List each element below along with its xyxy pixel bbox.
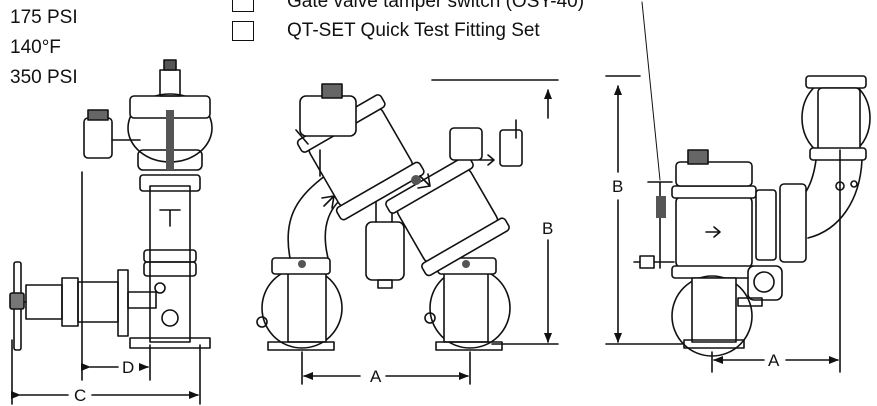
option-label-tamper-switch: Gate valve tamper switch (OSY-40) xyxy=(287,0,585,12)
spec-temperature: 140°F xyxy=(10,37,61,58)
dimension-label-d: D xyxy=(122,358,134,377)
dimension-label-c: C xyxy=(74,386,86,405)
rear-view xyxy=(633,75,871,357)
option-leader-line xyxy=(641,1,661,181)
dimension-label-a-rear: A xyxy=(768,351,780,370)
option-checkbox-quick-test[interactable] xyxy=(232,21,254,41)
option-label-quick-test: QT-SET Quick Test Fitting Set xyxy=(287,20,540,41)
dimension-label-b-rear: B xyxy=(612,177,623,196)
spec-pressure: 175 PSI xyxy=(10,7,78,28)
front-view xyxy=(256,83,523,351)
side-view xyxy=(9,59,213,351)
dimension-label-b-front: B xyxy=(542,219,553,238)
dimension-lines-rear xyxy=(605,75,841,373)
dimension-lines-side xyxy=(11,171,201,405)
dimension-label-a-front: A xyxy=(370,367,382,386)
dimension-lines-front xyxy=(301,79,559,385)
spec-test-pressure: 350 PSI xyxy=(10,67,78,88)
option-checkbox-tamper-switch[interactable] xyxy=(232,0,254,12)
